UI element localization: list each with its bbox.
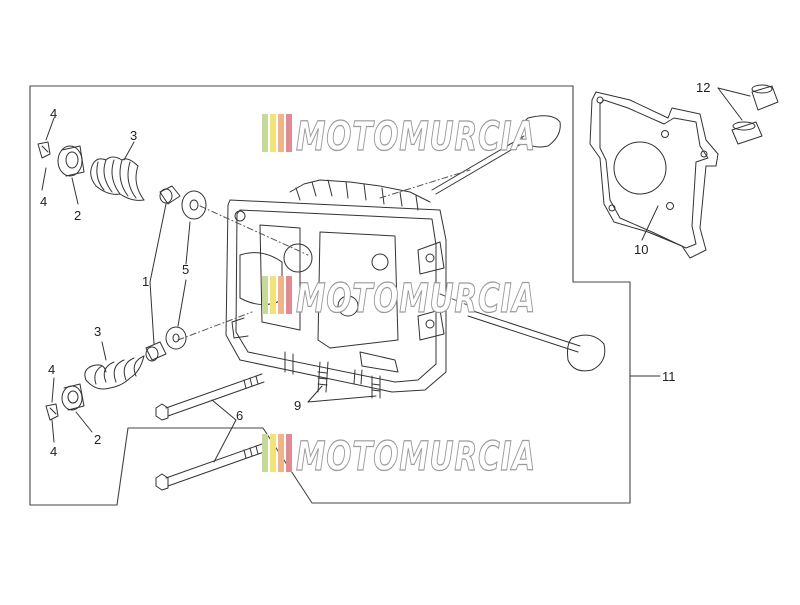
watermark-stripe — [270, 434, 276, 472]
watermark-stripe — [278, 434, 284, 472]
callout-labels: 4 4 2 3 1 5 3 4 4 2 6 9 10 11 12 — [40, 80, 710, 459]
spring-retainer-lower — [61, 383, 85, 411]
valve-keeper-upper — [37, 141, 51, 159]
callout-12: 12 — [696, 80, 710, 95]
callout-2b: 2 — [94, 432, 101, 447]
watermark-stripe — [278, 114, 284, 152]
watermark-stripe — [286, 114, 292, 152]
leader-4d — [51, 419, 55, 443]
leader-3a — [123, 141, 135, 161]
watermark-stripe — [262, 434, 268, 472]
washer-lower — [165, 326, 187, 350]
callout-6: 6 — [236, 408, 243, 423]
leader-12 — [717, 87, 751, 121]
leader-4c — [51, 377, 55, 403]
watermark-stripe — [286, 434, 292, 472]
watermark-text: MOTOMURCIA — [296, 276, 536, 322]
watermark-stripe — [270, 114, 276, 152]
leader-4a — [45, 117, 55, 141]
callout-10: 10 — [634, 242, 648, 257]
callout-5: 5 — [182, 262, 189, 277]
valve-lower — [467, 309, 606, 372]
callout-3a: 3 — [130, 128, 137, 143]
valve-upper — [431, 115, 561, 195]
callout-1: 1 — [142, 274, 149, 289]
watermark-stripe — [262, 276, 268, 314]
bolt-lower — [155, 443, 265, 491]
leader-2b — [75, 411, 93, 433]
assembly-frame — [29, 85, 631, 506]
watermark-top: MOTOMURCIA — [262, 113, 536, 161]
leader-6 — [211, 399, 237, 463]
watermark-stripe — [270, 276, 276, 314]
spring-retainer-upper — [57, 145, 85, 177]
watermark-text: MOTOMURCIA — [296, 434, 536, 480]
callout-2a: 2 — [74, 208, 81, 223]
leader-1 — [149, 203, 167, 345]
axis-lines — [177, 169, 471, 341]
watermark-text: MOTOMURCIA — [296, 114, 536, 160]
callout-4c: 4 — [48, 362, 55, 377]
leader-9 — [307, 385, 377, 403]
callout-4b: 4 — [40, 194, 47, 209]
dowel-pins — [731, 84, 779, 145]
leader-2a — [71, 177, 79, 205]
callout-3b: 3 — [94, 324, 101, 339]
watermark-stripe — [262, 114, 268, 152]
bolt-upper — [155, 373, 265, 421]
studs — [284, 351, 381, 399]
watermark-stripe — [286, 276, 292, 314]
callout-9: 9 — [294, 398, 301, 413]
callout-4d: 4 — [50, 444, 57, 459]
leader-10 — [641, 205, 659, 241]
valve-seal-upper — [159, 185, 181, 205]
watermark-middle: MOTOMURCIA — [262, 275, 536, 323]
cylinder-head — [225, 179, 447, 393]
valve-seal-lower — [145, 341, 167, 362]
watermark-bottom: MOTOMURCIA — [262, 433, 536, 481]
leader-5 — [177, 221, 191, 327]
valve-spring-lower — [84, 355, 145, 390]
washer-upper — [181, 190, 207, 220]
callout-11: 11 — [662, 369, 676, 384]
leader-4b — [41, 167, 47, 191]
callout-4a: 4 — [50, 106, 57, 121]
valve-keeper-lower — [45, 403, 59, 421]
leader-3b — [101, 341, 107, 361]
watermark-stripe — [278, 276, 284, 314]
valve-spring-upper — [90, 156, 145, 201]
head-gasket — [589, 91, 719, 259]
